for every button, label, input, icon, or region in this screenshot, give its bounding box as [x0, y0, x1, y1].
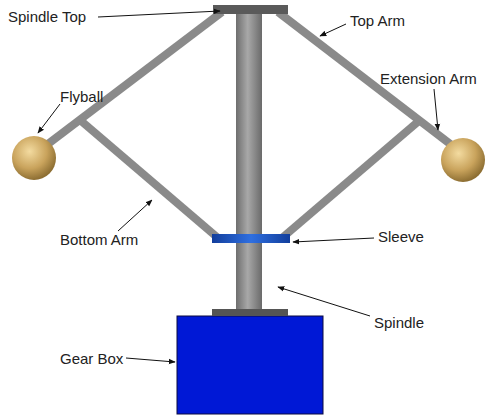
part-label: Top Arm	[350, 12, 405, 30]
part-label: Spindle	[374, 314, 424, 332]
sleeve	[212, 234, 290, 243]
flyball-right	[441, 138, 485, 182]
spindle	[236, 12, 262, 310]
leader-line	[126, 358, 175, 362]
spindle-base	[212, 309, 288, 316]
gear-box	[177, 316, 323, 414]
part-label: Spindle Top	[8, 8, 86, 26]
leader-line	[38, 104, 60, 133]
part-label: Sleeve	[378, 228, 424, 246]
bottom-arm-left	[80, 120, 218, 238]
part-label: Flyball	[60, 88, 103, 106]
arms	[40, 12, 458, 238]
leader-line	[278, 287, 370, 316]
leader-lines	[38, 11, 438, 362]
leader-line	[434, 89, 438, 130]
top-arm-left	[40, 12, 222, 150]
bottom-arm-right	[282, 120, 420, 238]
leader-line	[320, 24, 346, 36]
leader-line	[98, 11, 220, 17]
part-label: Bottom Arm	[60, 231, 138, 249]
part-label: Extension Arm	[380, 70, 477, 88]
leader-line	[118, 200, 152, 231]
leader-line	[293, 238, 374, 242]
spindle-top	[213, 5, 288, 14]
part-label: Gear Box	[60, 350, 123, 368]
flyball-left	[12, 136, 56, 180]
